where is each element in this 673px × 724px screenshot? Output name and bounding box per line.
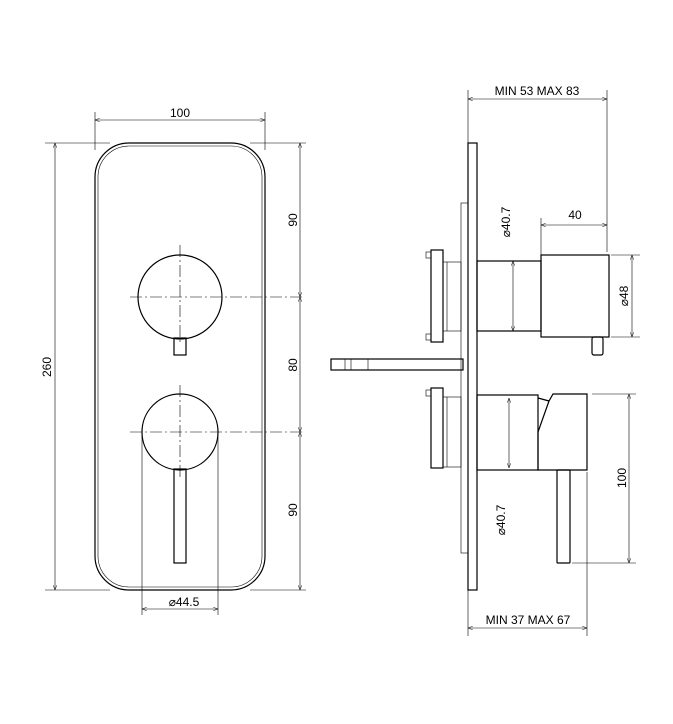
upper-flange (430, 249, 444, 343)
width-label: 100 (170, 106, 190, 120)
mounting-plate (460, 202, 469, 554)
supply-stem (330, 358, 464, 371)
upper-handle (540, 254, 610, 338)
lever-length-label: 100 (615, 468, 629, 488)
upper-body-diameter-label: ⌀40.7 (499, 206, 513, 237)
lower-lever (556, 469, 571, 564)
spacing-mid-label: 80 (286, 358, 300, 372)
height-label: 260 (40, 357, 54, 377)
lower-body (476, 394, 539, 471)
upper-knob-pin (173, 337, 187, 356)
front-view: 100 260 90 80 90 ⌀44.5 (40, 106, 306, 615)
lower-handle (537, 393, 588, 471)
cover-plate (94, 142, 266, 591)
depth-top-label: MIN 53 MAX 83 (495, 84, 580, 98)
lower-flange (430, 387, 444, 469)
lower-lever (173, 468, 187, 564)
cover-plate-inner-edge (97, 145, 263, 588)
wall-plate (467, 142, 478, 591)
handle-diameter-label: ⌀48 (617, 285, 631, 306)
depth-bottom-label: MIN 37 MAX 67 (486, 613, 571, 627)
spacing-bottom-label: 90 (286, 503, 300, 517)
handle-diameter-label: ⌀44.5 (169, 595, 200, 609)
spacing-top-label: 90 (286, 213, 300, 227)
upper-pin (591, 336, 604, 356)
lower-body-diameter-label: ⌀40.7 (494, 504, 508, 535)
side-view: MIN 53 MAX 83 40 ⌀48 ⌀40.7 ⌀40.7 100 MIN… (330, 84, 640, 636)
handle-length-label: 40 (568, 208, 582, 222)
upper-body (476, 260, 542, 332)
